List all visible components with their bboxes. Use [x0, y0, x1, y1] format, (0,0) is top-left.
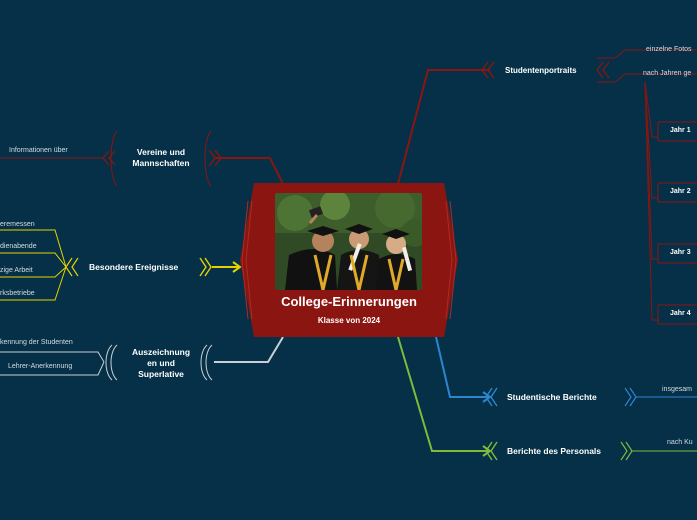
note-anerkennung-studenten[interactable]: kennung der Studenten — [0, 339, 73, 346]
branch-vereine-mannschaften[interactable]: Vereine und Mannschaften — [118, 147, 204, 169]
node-jahr-1[interactable]: Jahr 1 — [670, 127, 691, 134]
branch-auszeichnungen-line1: Auszeichnung — [131, 347, 191, 357]
note-nach-kurs[interactable]: nach Ku — [667, 439, 693, 446]
branch-auszeichnungen-line2: en und — [147, 358, 175, 368]
branch-studentenportraits[interactable]: Studentenportraits — [505, 66, 577, 75]
note-eremessen[interactable]: eremessen — [0, 221, 35, 228]
node-jahr-3[interactable]: Jahr 3 — [670, 249, 691, 256]
note-rksbetriebe[interactable]: rksbetriebe — [0, 290, 35, 297]
graduation-selfie-photo — [275, 193, 422, 290]
branch-vereine-line2: Mannschaften — [132, 158, 190, 168]
node-jahr-2[interactable]: Jahr 2 — [670, 188, 691, 195]
note-einzelne-fotos[interactable]: einzelne Fotos — [646, 46, 692, 53]
note-informationen-ueber[interactable]: Informationen über — [9, 147, 68, 154]
central-title: College-Erinnerungen — [281, 294, 417, 309]
branch-studentische-berichte[interactable]: Studentische Berichte — [507, 392, 597, 402]
branch-berichte-personal[interactable]: Berichte des Personals — [507, 446, 602, 456]
note-dienabende[interactable]: dienabende — [0, 243, 37, 250]
note-nach-jahren[interactable]: nach Jahren ge — [643, 70, 692, 77]
branch-besondere-ereignisse[interactable]: Besondere Ereignisse — [89, 262, 179, 272]
note-insgesamt[interactable]: insgesam — [662, 386, 692, 393]
central-subtitle: Klasse von 2024 — [317, 316, 381, 325]
note-zige-arbeit[interactable]: zige Arbeit — [0, 267, 33, 274]
node-jahr-4[interactable]: Jahr 4 — [670, 310, 691, 317]
branch-vereine-line1: Vereine und — [136, 147, 186, 157]
note-lehrer-anerkennung[interactable]: Lehrer-Anerkennung — [8, 363, 73, 370]
branch-auszeichnungen[interactable]: Auszeichnung en und Superlative — [118, 347, 204, 380]
branch-auszeichnungen-line3: Superlative — [138, 369, 184, 379]
